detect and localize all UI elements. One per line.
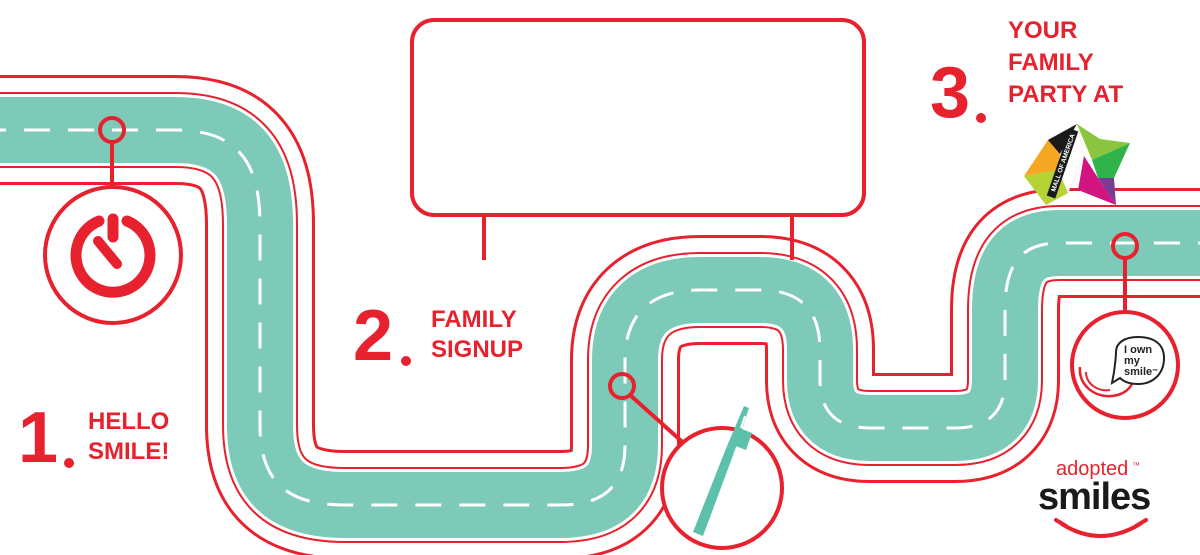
- connector-toothbrush: [628, 393, 690, 449]
- step-2-label-line-2: SIGNUP: [431, 336, 524, 363]
- toothbrush-icon: [660, 406, 784, 550]
- billboard: [410, 18, 866, 260]
- adopted-smiles-smile-mark: [1054, 518, 1148, 538]
- step-1-number: 1: [18, 398, 59, 478]
- badge-text-line-1: I own: [1124, 344, 1153, 356]
- badge-text-line-2: my: [1124, 355, 1140, 367]
- step-3-label-line-3: PARTY AT: [1008, 81, 1124, 108]
- step-3-dot: [976, 113, 986, 123]
- mall-of-america-star-logo: MALL OF AMERICA: [1024, 124, 1130, 205]
- step-2: 2 FAMILY SIGNUP: [353, 300, 573, 380]
- step-3-label-line-2: FAMILY: [1008, 49, 1094, 76]
- step-3-number: 3: [930, 53, 971, 133]
- billboard-frame: [410, 18, 866, 217]
- step-1-label-line-2: SMILE!: [88, 438, 170, 465]
- road-pin-toothbrush: [608, 372, 636, 400]
- brand-top-tm: ™: [1132, 461, 1140, 470]
- adopted-smiles-logo: adopted ™ smiles: [1038, 458, 1170, 528]
- step-1-label-line-1: HELLO: [88, 408, 170, 435]
- road: [0, 75, 1200, 555]
- brand-bottom: smiles: [1038, 476, 1151, 518]
- step-1: 1 HELLO SMILE!: [18, 402, 218, 482]
- i-own-my-smile-badge: [1070, 310, 1180, 420]
- badge-text: I own my smile™: [1124, 345, 1166, 378]
- step-2-number: 2: [353, 296, 394, 376]
- step-2-dot: [401, 356, 411, 366]
- road-pin-badge: [1111, 232, 1139, 260]
- step-2-label-line-1: FAMILY: [431, 306, 517, 333]
- step-3-label-line-1: YOUR: [1008, 17, 1078, 44]
- step-3: 3 YOUR FAMILY PARTY AT: [930, 15, 1170, 129]
- road-pin-step-1: [98, 116, 126, 144]
- brand-top: adopted: [1056, 458, 1129, 480]
- road-lane-markings: [0, 128, 1200, 507]
- step-1-dot: [64, 458, 74, 468]
- badge-text-line-3: smile™: [1124, 366, 1159, 378]
- timer-icon: [43, 185, 183, 325]
